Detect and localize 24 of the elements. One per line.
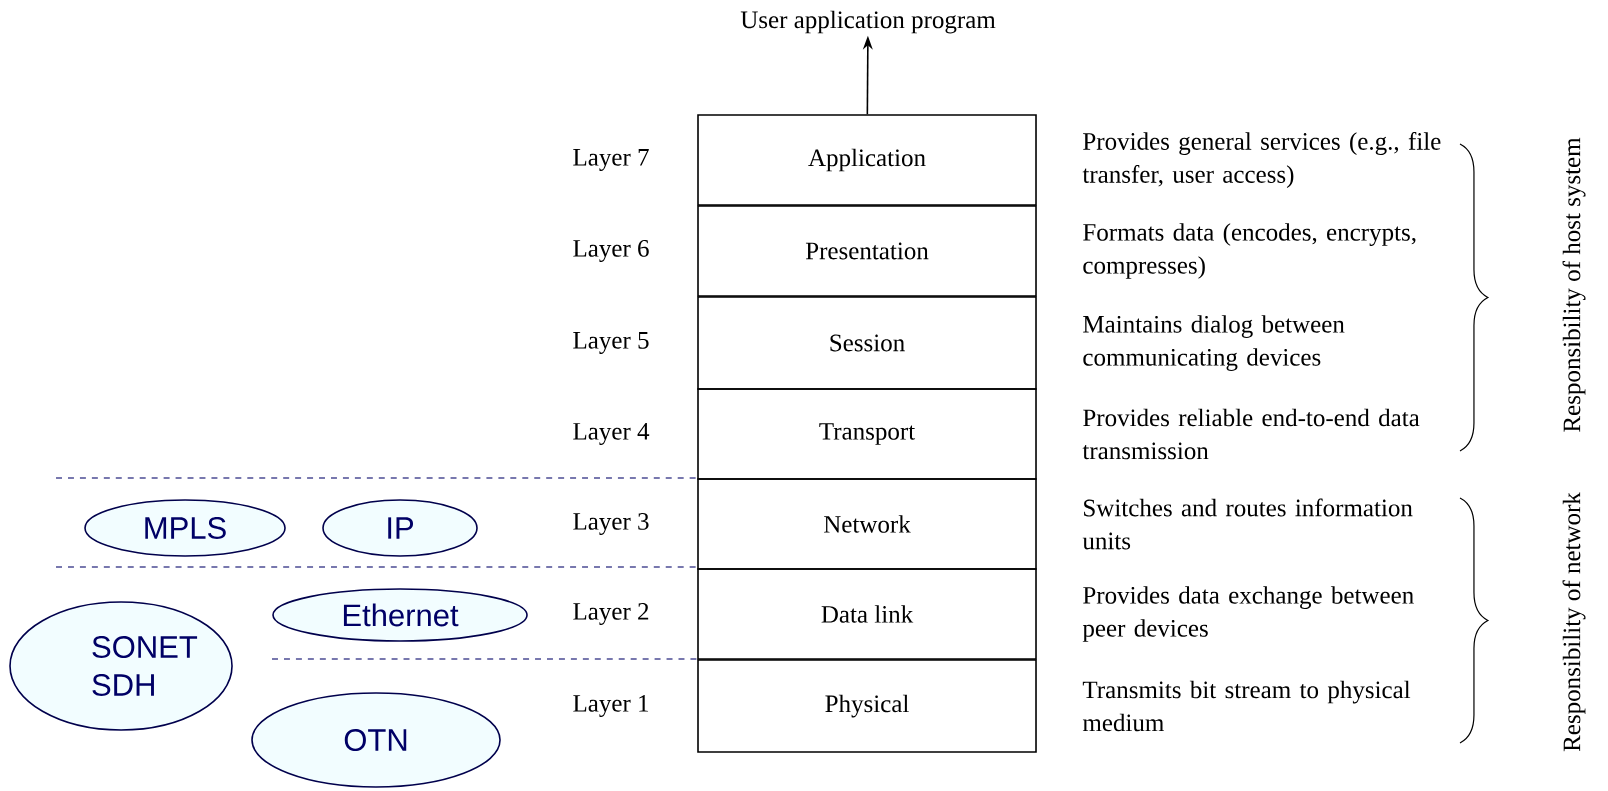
layer-label: Layer 4 (573, 423, 650, 445)
layer-label: Layer 3 (573, 513, 649, 535)
layer-box: Session (697, 296, 1037, 390)
layer-box: Application (697, 114, 1037, 206)
layer-label: Layer 6 (573, 240, 649, 262)
description-text: Transmits bit stream to physical medium (1082, 680, 1411, 732)
layer-box: Network (697, 478, 1037, 570)
description-text: Formats data (encodes, encrypts, compresses) (1083, 223, 1416, 279)
layer-box: Transport (697, 388, 1037, 480)
layer-label: Layer 1 (573, 695, 649, 717)
description-text: Provides general services (e.g., file transfer, user access) (1082, 132, 1441, 188)
description-text: Switches and routes information units (1082, 498, 1413, 550)
layer-box: Data link (697, 568, 1037, 660)
text-label: User application program (740, 10, 996, 34)
description-text: Provides reliable end-to-end data transmission (1082, 408, 1420, 460)
layer-label: Layer 2 (573, 603, 649, 625)
layer-box: Physical (697, 659, 1037, 753)
side-label: Responsibility of network (1562, 492, 1586, 752)
description-text: Provides data exchange between peer devices (1082, 586, 1414, 642)
layer-label: Layer 7 (573, 149, 649, 171)
side-label: Responsibility of host system (1562, 137, 1586, 432)
layer-label: Layer 5 (573, 332, 649, 354)
description-text: Maintains dialog between communicating devices (1083, 315, 1345, 371)
layer-box: Presentation (697, 205, 1037, 297)
